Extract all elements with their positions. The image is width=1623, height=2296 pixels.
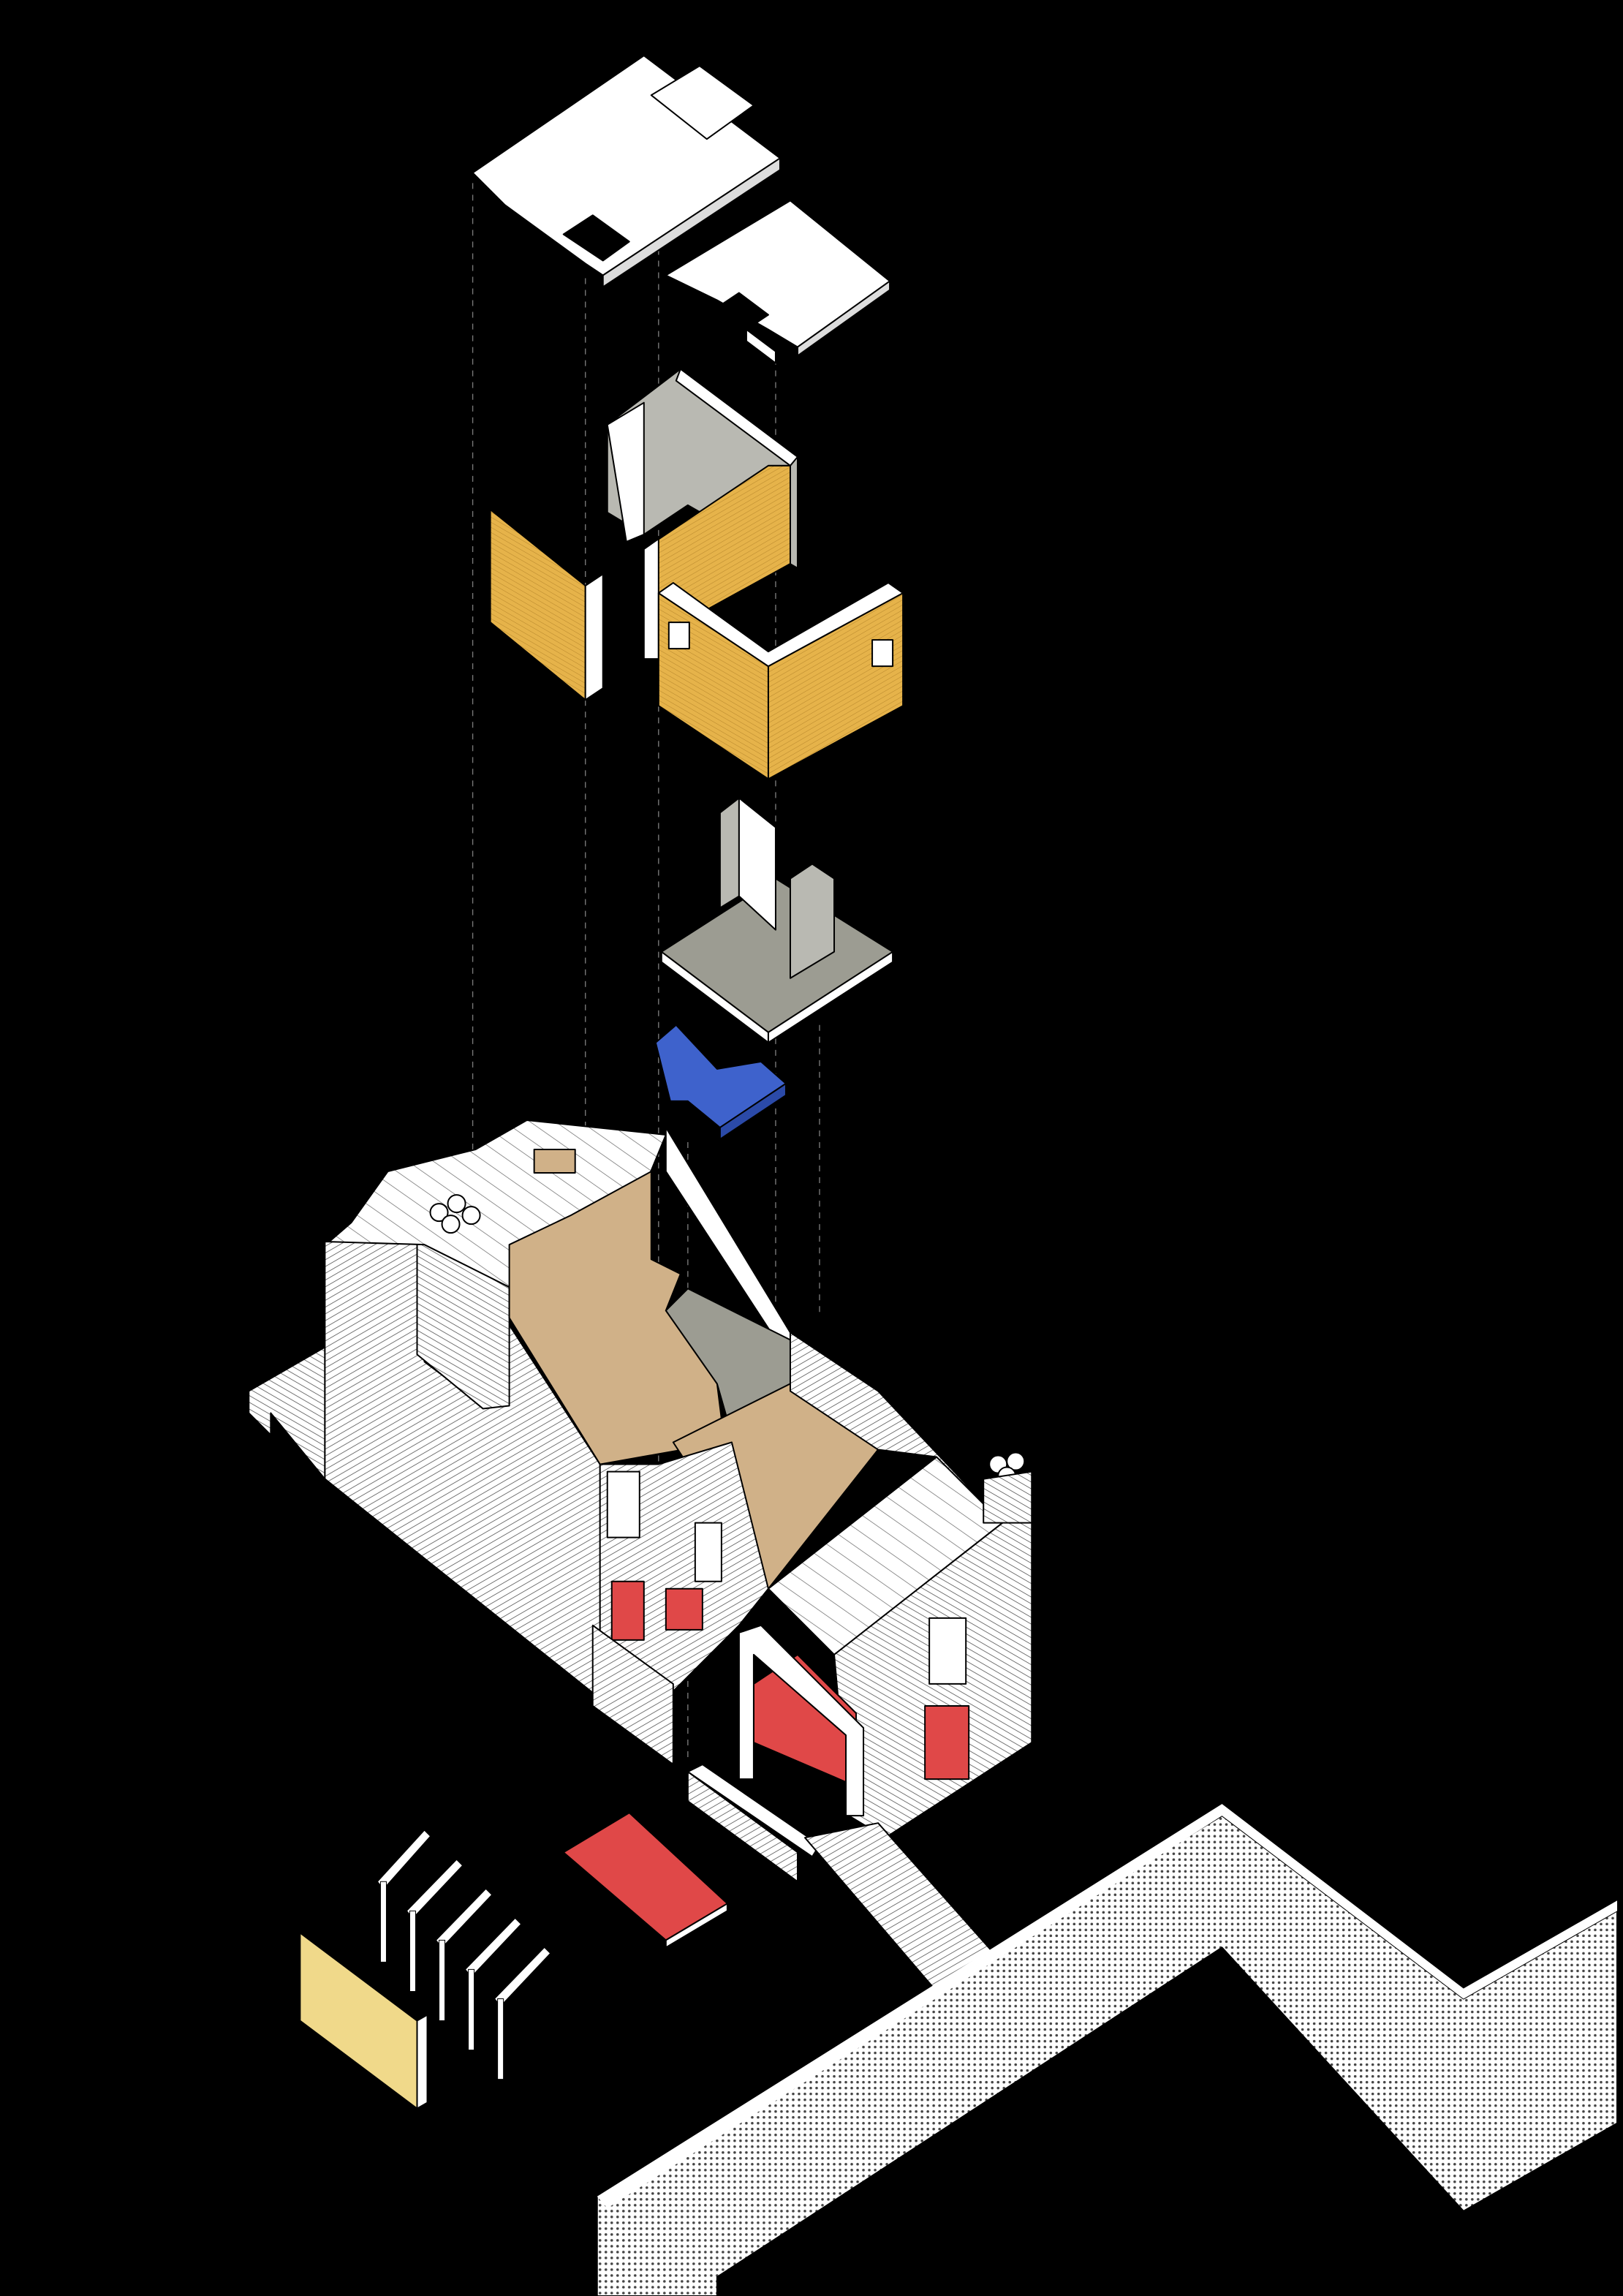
garden-walls [596, 1804, 1618, 2296]
door-red [610, 1580, 645, 1641]
rear-gate [591, 1624, 674, 1766]
roof-light [533, 1149, 576, 1174]
window-red [665, 1587, 703, 1631]
window [667, 622, 690, 650]
upper-walls [489, 368, 904, 780]
fins [377, 1829, 551, 2080]
window [871, 639, 894, 668]
wall-coping [597, 1804, 1617, 2208]
roof-slab-second [665, 200, 891, 364]
loose-components [299, 1812, 728, 2110]
window [928, 1617, 967, 1685]
roof-slab-top [472, 55, 781, 288]
bathroom-pod [660, 797, 894, 1043]
existing-house [248, 1119, 1033, 1993]
window [606, 1470, 640, 1538]
window [694, 1522, 722, 1582]
skylight [650, 65, 754, 140]
front-door-red [924, 1704, 970, 1780]
boundary-wall [596, 1815, 1618, 2296]
side-wall-right [789, 1332, 1004, 1524]
stair [654, 1024, 787, 1140]
